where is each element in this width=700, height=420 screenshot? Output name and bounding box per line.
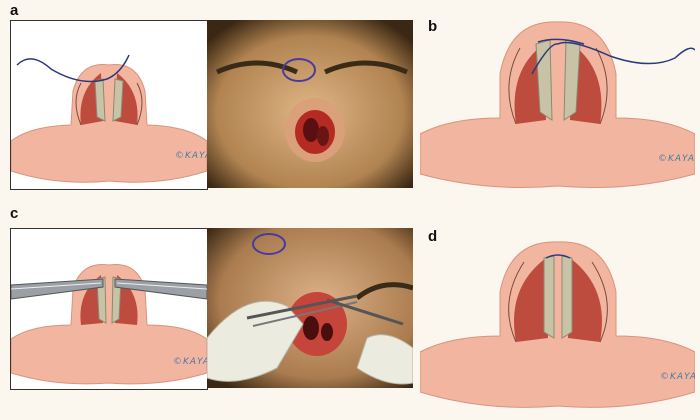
panel-b-illustration: ©KAYA xyxy=(420,14,695,192)
panel-a-photo xyxy=(207,20,413,188)
panel-a-illustration: ©KAYA xyxy=(10,20,208,190)
signature-a: ©KAYA xyxy=(175,151,208,161)
nose-illustration-d xyxy=(420,236,695,414)
nose-illustration-b xyxy=(420,14,695,192)
panel-label-a: a xyxy=(10,2,18,19)
signature-b: ©KAYA xyxy=(658,154,695,164)
panel-d-illustration: ©KAYA xyxy=(420,236,695,414)
signature-c: ©KAYA xyxy=(173,357,208,367)
nose-illustration-a xyxy=(11,21,207,189)
panel-c-illustration: ©KAYA xyxy=(10,228,208,390)
panel-c-photo xyxy=(207,228,413,388)
signature-d: ©KAYA xyxy=(660,372,695,382)
panel-label-c: c xyxy=(10,205,18,222)
